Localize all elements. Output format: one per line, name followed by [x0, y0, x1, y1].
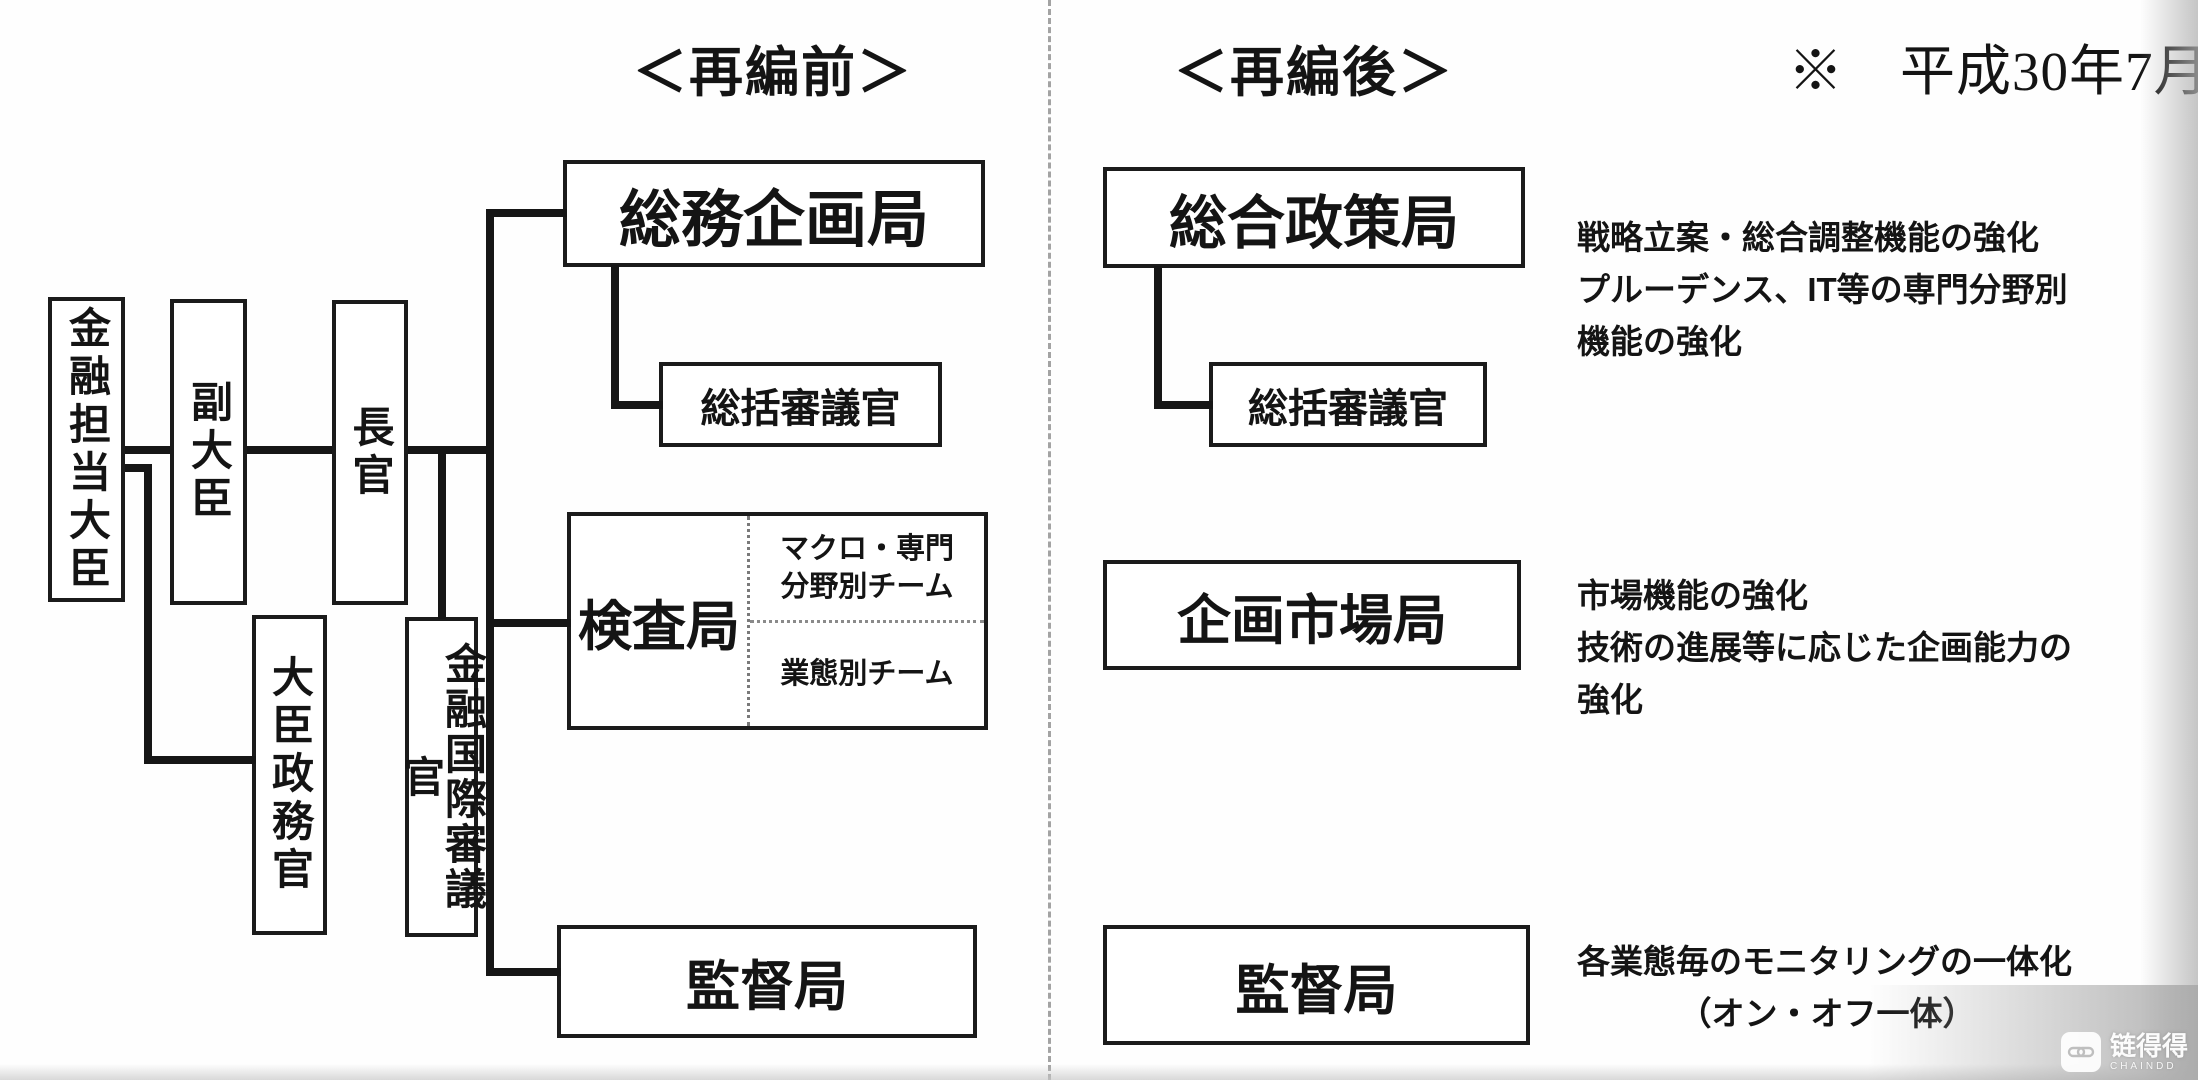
- connector-deputy-before-v: [611, 265, 619, 409]
- box-parliamentary-vice-minister: 大臣政務官: [252, 615, 327, 935]
- box-commissioner: 長官: [332, 300, 408, 605]
- watermark-text: 链得得 CHAINDD: [2110, 1033, 2188, 1072]
- connector-deputy-after-h: [1154, 401, 1213, 409]
- deputy-commissioner-before-label: 総括審議官: [700, 386, 901, 431]
- annotation-supervision-line1: 各業態毎のモニタリングの一体化: [1577, 943, 2072, 980]
- deputy-commissioner-after-label: 総括審議官: [1248, 386, 1448, 431]
- box-vice-commissioner-international: 金融国際審議官: [398, 617, 487, 937]
- box-policy-markets-bureau: 企画市場局: [1103, 560, 1521, 670]
- inspection-bureau-label: 検査局: [578, 596, 740, 657]
- team-macro-specialized: マクロ・専門 分野別チーム: [750, 516, 984, 623]
- chain-link-glyph: [2067, 1046, 2095, 1058]
- header-before: ＜再編前＞: [633, 43, 913, 103]
- connector-parliamentary-v: [144, 464, 152, 764]
- annotation-markets-line1: 市場機能の強化: [1577, 577, 1808, 614]
- box-deputy-commissioner-before: 総括審議官: [659, 362, 942, 447]
- chain-link-icon: [2060, 1032, 2101, 1072]
- connector-minister-viceminister: [125, 446, 170, 454]
- connector-viceminister-commissioner: [247, 446, 332, 454]
- annotation-markets: 市場機能の強化 技術の進展等に応じた企画能力の強化: [1577, 570, 2077, 726]
- team-by-industry: 業態別チーム: [750, 623, 984, 727]
- chaindd-watermark: 链得得 CHAINDD: [2060, 1032, 2188, 1072]
- team-macro-line2: 分野別チーム: [780, 570, 954, 603]
- box-inspection-bureau: 検査局 マクロ・専門 分野別チーム 業態別チーム: [567, 512, 988, 730]
- box-minister-for-financial-services: 金融担当大臣: [48, 297, 125, 602]
- connector-commissioner-trunk: [408, 446, 494, 454]
- policy-markets-bureau-label: 企画市場局: [1177, 590, 1447, 651]
- annotation-supervision: 各業態毎のモニタリングの一体化 （オン・オフ一体）: [1577, 936, 2077, 1040]
- inspection-bureau-label-cell: 検査局: [571, 516, 750, 726]
- connector-parliamentary-h1: [125, 464, 152, 472]
- header-after: ＜再編後＞: [1174, 43, 1454, 103]
- annotation-strategy-line2: プルーデンス、IT等の専門分野別: [1577, 271, 2068, 308]
- box-strategy-development-bureau: 総合政策局: [1103, 167, 1525, 268]
- connector-international-v: [438, 452, 446, 619]
- watermark-name: 链得得: [2109, 1030, 2188, 1061]
- annotation-supervision-line2: （オン・オフ一体）: [1678, 995, 1976, 1032]
- edge-gradient-bottom: [0, 1064, 2198, 1080]
- connector-deputy-before-h: [611, 401, 663, 409]
- strategy-bureau-label: 総合政策局: [1168, 190, 1459, 256]
- team-macro-line1: マクロ・専門: [779, 532, 954, 565]
- annotation-markets-line2: 技術の進展等に応じた企画能力の強化: [1577, 629, 2072, 718]
- box-deputy-commissioner-after: 総括審議官: [1209, 362, 1487, 447]
- supervision-bureau-after-label: 監督局: [1235, 960, 1398, 1021]
- column-divider: [1048, 0, 1051, 1080]
- box-supervision-bureau-after: 監督局: [1103, 925, 1530, 1045]
- connector-parliamentary-h2: [144, 756, 256, 764]
- edge-gradient-right: [2140, 0, 2198, 1080]
- inspection-teams: マクロ・専門 分野別チーム 業態別チーム: [750, 516, 984, 726]
- box-supervision-bureau-before: 監督局: [557, 925, 977, 1038]
- annotation-strategy-line1: 戦略立案・総合調整機能の強化: [1577, 219, 2039, 256]
- branch-inspection: [486, 619, 571, 627]
- date-note: ※ 平成30年7月1: [1788, 41, 2198, 102]
- connector-deputy-after-v: [1154, 266, 1162, 409]
- general-planning-bureau-label: 総務企画局: [618, 185, 929, 255]
- branch-supervision: [486, 968, 561, 976]
- branch-general-planning: [486, 209, 567, 217]
- box-general-planning-bureau: 総務企画局: [563, 160, 985, 267]
- trunk-line: [486, 209, 494, 976]
- annotation-strategy-line3: 機能の強化: [1577, 323, 1742, 360]
- team-by-industry-label: 業態別チーム: [780, 658, 954, 691]
- watermark-name-latin: CHAINDD: [2109, 1060, 2177, 1072]
- annotation-strategy: 戦略立案・総合調整機能の強化 プルーデンス、IT等の専門分野別 機能の強化: [1577, 212, 2077, 368]
- supervision-bureau-before-label: 監督局: [686, 957, 848, 1017]
- inspection-bureau-inner: 検査局 マクロ・専門 分野別チーム 業態別チーム: [571, 516, 984, 726]
- box-vice-minister: 副大臣: [170, 299, 247, 605]
